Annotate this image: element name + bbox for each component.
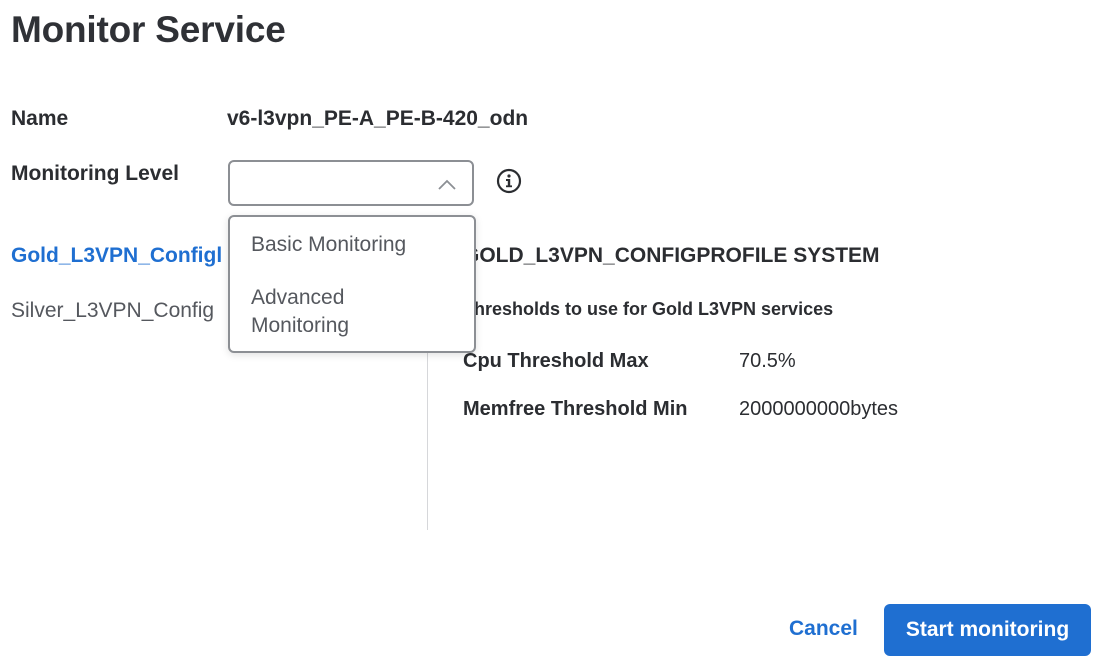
memfree-threshold-value: 2000000000bytes xyxy=(739,398,899,420)
start-monitoring-button[interactable]: Start monitoring xyxy=(884,604,1091,656)
cpu-threshold-label: Cpu Threshold Max xyxy=(463,350,649,372)
chevron-up-icon xyxy=(438,179,456,190)
monitoring-level-select[interactable] xyxy=(228,160,474,206)
dropdown-option-basic-monitoring[interactable]: Basic Monitoring xyxy=(251,233,407,256)
name-value: v6-l3vpn_PE-A_PE-B-420_odn xyxy=(227,107,529,130)
page-title: Monitor Service xyxy=(11,9,286,50)
cpu-threshold-value: 70.5% xyxy=(739,350,796,372)
profile-item-silver[interactable]: Silver_L3VPN_Config xyxy=(11,299,215,322)
monitoring-level-label: Monitoring Level xyxy=(11,162,179,185)
profile-detail-title: GOLD_L3VPN_CONFIGPROFILE SYSTEM xyxy=(463,244,880,267)
profile-item-gold[interactable]: Gold_L3VPN_Configl xyxy=(11,244,223,267)
monitoring-level-dropdown: Basic Monitoring Advanced Monitoring xyxy=(228,215,476,353)
name-label: Name xyxy=(11,107,69,130)
profile-detail-description: Thresholds to use for Gold L3VPN service… xyxy=(463,299,834,319)
dropdown-option-advanced-monitoring[interactable]: Advanced Monitoring xyxy=(251,286,350,337)
info-icon[interactable] xyxy=(496,168,522,194)
panel-divider xyxy=(427,340,428,530)
memfree-threshold-label: Memfree Threshold Min xyxy=(463,398,688,420)
cancel-button[interactable]: Cancel xyxy=(789,617,858,640)
